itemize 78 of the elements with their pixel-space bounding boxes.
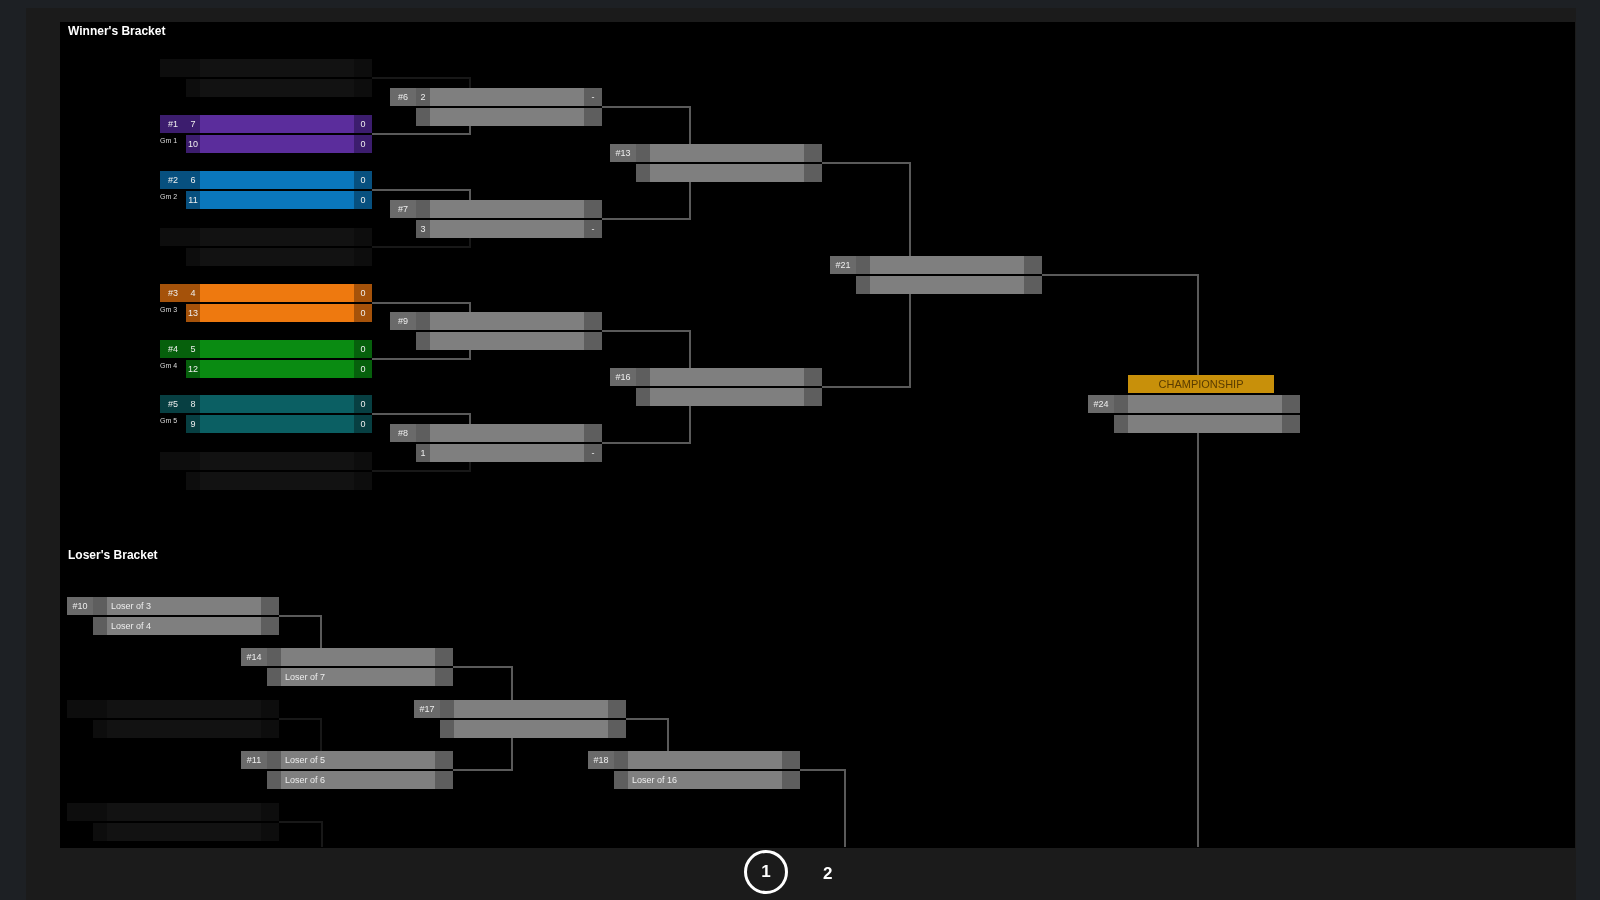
score: - [584,220,602,238]
section-heading: Loser's Bracket [68,548,158,562]
bracket-line [601,330,691,369]
seed-number: 12 [186,360,200,378]
score: 0 [354,284,372,302]
match-number: #24 [1088,395,1114,413]
section-heading: Winner's Bracket [68,24,166,38]
score: - [584,88,602,106]
championship-banner: CHAMPIONSHIP [1128,375,1274,393]
seed-number: 10 [186,135,200,153]
seed-number: 7 [186,115,200,133]
seed-number: 9 [186,415,200,433]
match-number: #14 [241,648,267,666]
slot-label: Loser of 5 [285,754,326,766]
match-number: #9 [390,312,416,330]
slot-label: Loser of 6 [285,774,326,786]
score: - [584,444,602,462]
bracket-line [371,413,471,425]
page-button: 2 [823,864,833,884]
match-number: #4 [160,340,186,358]
score: 0 [354,191,372,209]
seed-number: 1 [416,444,430,462]
seed-number: 5 [186,340,200,358]
bracket-line [371,461,471,472]
match-number: #21 [830,256,856,274]
match-number: #3 [160,284,186,302]
page-button: 1 [744,850,788,894]
bracket-line [278,821,323,848]
bracket-line [371,237,471,248]
slot-label: Loser of 4 [111,620,152,632]
bracket-line [1197,432,1199,848]
seed-number: 13 [186,304,200,322]
match-number: #5 [160,395,186,413]
seed-number: 8 [186,395,200,413]
bracket-line [371,349,471,360]
seed-number: 3 [416,220,430,238]
match-number: #16 [610,368,636,386]
bracket-line [799,769,846,848]
match-number: #7 [390,200,416,218]
bracket-line [452,737,513,771]
match-number: #11 [241,751,267,769]
bracket-line [601,181,691,220]
bracket-line [625,718,669,752]
score: 0 [354,115,372,133]
score: 0 [354,171,372,189]
slot-label: Loser of 16 [632,774,678,786]
bracket-line [821,162,911,257]
slot-label: Loser of 3 [111,600,152,612]
match-number: #17 [414,700,440,718]
score: 0 [354,304,372,322]
bracket-line [601,405,691,444]
bracket-line [371,77,471,89]
score: 0 [354,395,372,413]
bracket-line [601,106,691,145]
bracket-line [452,666,513,701]
seed-number: 6 [186,171,200,189]
match-number: #8 [390,424,416,442]
bracket-line [371,302,471,313]
score: 0 [354,415,372,433]
match-number: #18 [588,751,614,769]
match-number: #6 [390,88,416,106]
seed-number: 2 [416,88,430,106]
score: 0 [354,340,372,358]
bracket-line [278,615,322,649]
bracket-line [371,189,471,201]
bracket-line [821,293,911,388]
match-number: #2 [160,171,186,189]
seed-number: 4 [186,284,200,302]
match-number: #10 [67,597,93,615]
bracket-line [1041,274,1199,376]
score: 0 [354,360,372,378]
slot-label: Loser of 7 [285,671,326,683]
match-number: #13 [610,144,636,162]
bracket-line [278,718,322,752]
bracket-line [371,125,471,135]
seed-number: 11 [186,191,200,209]
score: 0 [354,135,372,153]
match-number: #1 [160,115,186,133]
